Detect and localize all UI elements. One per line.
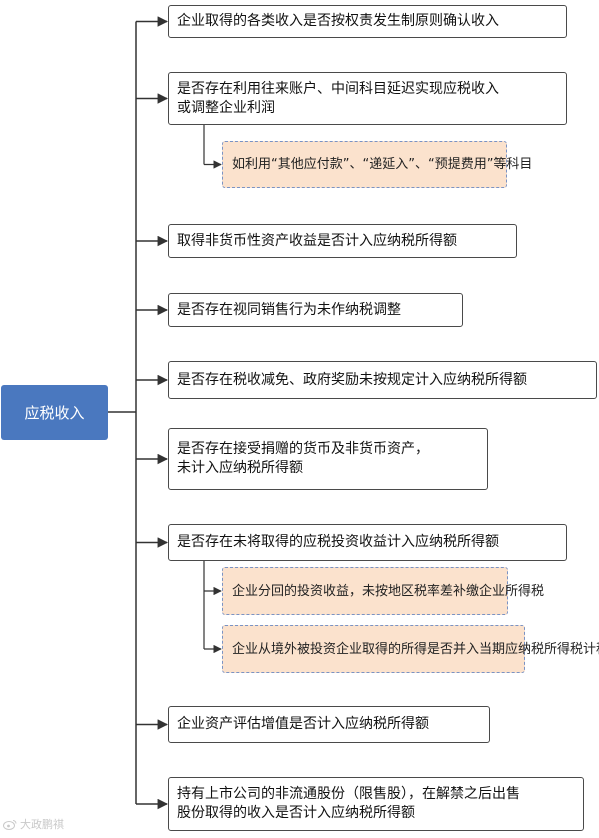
branch-node[interactable]: 是否存在未将取得的应税投资收益计入应纳税所得额 bbox=[168, 524, 567, 561]
branch-node[interactable]: 是否存在接受捐赠的货币及非货币资产， 未计入应纳税所得额 bbox=[168, 428, 488, 490]
sub-node-text: 企业分回的投资收益，未按地区税率差补缴企业所得税 bbox=[232, 582, 544, 601]
watermark-text: 大政鹏祺 bbox=[20, 818, 64, 831]
branch-node[interactable]: 取得非货币性资产收益是否计入应纳税所得额 bbox=[168, 224, 517, 258]
node-text-line: 企业从境外被投资企业取得的所得是否并 bbox=[232, 641, 467, 657]
node-text-line: 或调整企业利润 bbox=[177, 99, 275, 116]
watermark: 大政鹏祺 bbox=[3, 816, 64, 832]
node-text-line: 企业资产评估增值是否计入应纳税所得额 bbox=[177, 716, 429, 732]
node-text: 持有上市公司的非流通股份（限售股），在解禁之后出售股份取得的收入是否计入应纳税所… bbox=[177, 785, 520, 823]
node-text-line: 入当期应纳税所得税计税 bbox=[466, 641, 599, 657]
node-text: 是否存在接受捐赠的货币及非货币资产， 未计入应纳税所得额 bbox=[177, 440, 429, 478]
node-text: 是否存在视同销售行为未作纳税调整 bbox=[177, 301, 401, 320]
sub-node[interactable]: 如利用“其他应付款”、“递延入”、“预提费用”等科目 bbox=[222, 141, 532, 188]
sub-node-text: 企业从境外被投资企业取得的所得是否并入当期应纳税所得税计税 bbox=[232, 640, 599, 659]
node-text: 是否存在未将取得的应税投资收益计入应纳税所得额 bbox=[177, 533, 499, 552]
node-text-line: “预提费用”等科目 bbox=[427, 157, 533, 172]
node-text-line: 是否存在未将取得的应税投资收益计入应纳税所得额 bbox=[177, 534, 499, 550]
node-text-line: 企业分回的投资收益，未按地区税率差 bbox=[232, 583, 454, 599]
node-text: 是否存在税收减免、政府奖励未按规定计入应纳税所得额 bbox=[177, 371, 527, 390]
branch-node[interactable]: 持有上市公司的非流通股份（限售股），在解禁之后出售股份取得的收入是否计入应纳税所… bbox=[168, 777, 584, 831]
sub-node[interactable]: 企业从境外被投资企业取得的所得是否并入当期应纳税所得税计税 bbox=[222, 625, 599, 673]
node-text-line: 是否存在利用往来账户、中间科目延迟实现应税收入 bbox=[177, 80, 499, 97]
node-text-line: 取得非货币性资产收益是否计入应纳税所得额 bbox=[177, 232, 457, 249]
branch-node[interactable]: 企业资产评估增值是否计入应纳税所得额 bbox=[168, 706, 490, 743]
node-text-line: 未计入应纳税所得额 bbox=[177, 460, 303, 476]
root-label: 应税收入 bbox=[24, 404, 85, 422]
node-text-line: 补缴企业所得税 bbox=[453, 583, 545, 599]
root-node[interactable]: 应税收入 bbox=[1, 385, 108, 440]
sub-node-text: 如利用“其他应付款”、“递延入”、“预提费用”等科目 bbox=[232, 155, 532, 174]
branch-node[interactable]: 是否存在利用往来账户、中间科目延迟实现应税收入或调整企业利润 bbox=[168, 72, 567, 125]
weibo-icon bbox=[3, 819, 17, 830]
branch-node[interactable]: 企业取得的各类收入是否按权责发生制原则确认收入 bbox=[168, 5, 567, 38]
sub-node[interactable]: 企业分回的投资收益，未按地区税率差补缴企业所得税 bbox=[222, 567, 544, 615]
node-text-line: 股份取得的收入是否计入应纳税所得额 bbox=[177, 805, 415, 821]
node-text-line: 企业取得的各类收入是否按权责发生制原则确认收入 bbox=[177, 13, 499, 29]
node-text: 是否存在利用往来账户、中间科目延迟实现应税收入或调整企业利润 bbox=[177, 80, 499, 118]
node-text-line: 持有上市公司的非流通股份（限售股），在解禁之后出售 bbox=[177, 786, 520, 802]
branch-node[interactable]: 是否存在税收减免、政府奖励未按规定计入应纳税所得额 bbox=[168, 361, 597, 399]
node-text-line: 如利用“其他应付款”、“递延入”、 bbox=[232, 157, 428, 172]
node-text: 企业取得的各类收入是否按权责发生制原则确认收入 bbox=[177, 12, 499, 31]
node-text: 取得非货币性资产收益是否计入应纳税所得额 bbox=[177, 232, 457, 251]
branch-node[interactable]: 是否存在视同销售行为未作纳税调整 bbox=[168, 293, 463, 327]
node-text: 企业资产评估增值是否计入应纳税所得额 bbox=[177, 715, 429, 734]
node-text-line: 是否存在接受捐赠的货币及非货币资产， bbox=[177, 441, 429, 457]
node-text-line: 是否存在税收减免、政府奖励未按规定计入应纳税所得额 bbox=[177, 371, 527, 388]
node-text-line: 是否存在视同销售行为未作纳税调整 bbox=[177, 301, 401, 318]
